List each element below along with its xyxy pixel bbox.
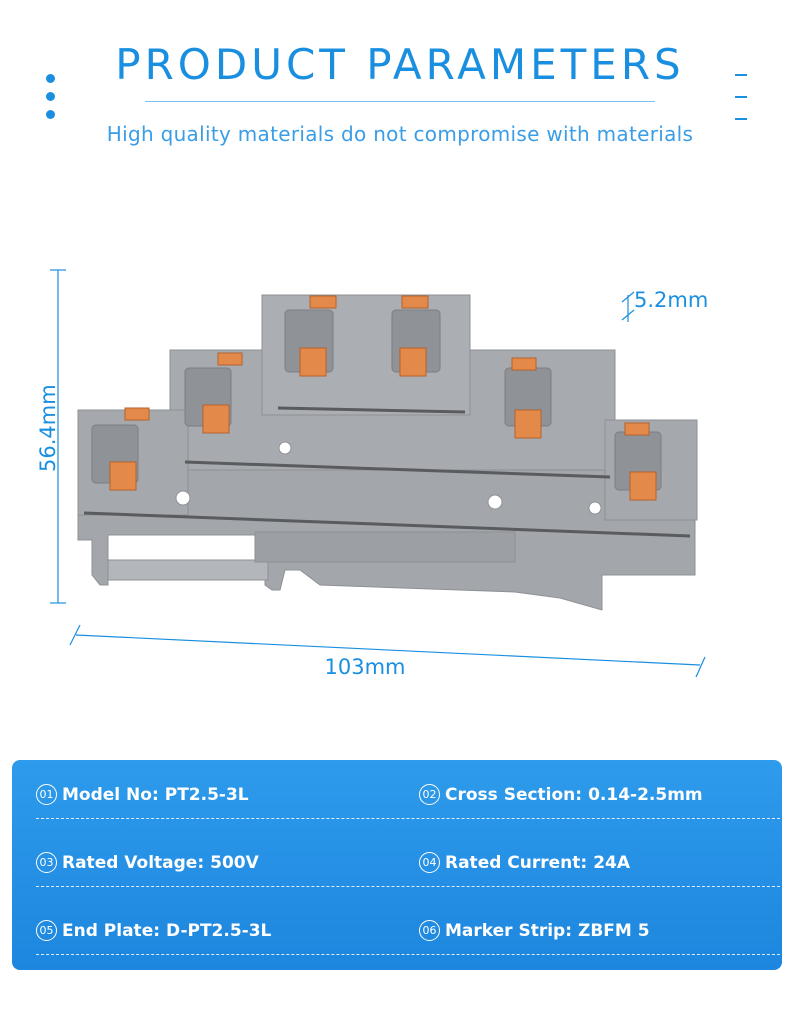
dot-icon	[46, 110, 55, 119]
divider	[36, 818, 780, 819]
dash-icon	[735, 74, 747, 76]
number-badge: 05	[36, 920, 57, 941]
spec-value: ZBFM 5	[578, 920, 650, 941]
spec-label: Model No:	[62, 784, 159, 805]
title-underline	[145, 101, 655, 102]
spec-item: 04 Rated Current: 24A	[419, 852, 630, 873]
dash-icon	[735, 96, 747, 98]
number-badge: 03	[36, 852, 57, 873]
spec-value: 0.14-2.5mm	[588, 784, 703, 805]
terminal-block-image	[50, 269, 706, 678]
spec-label: Cross Section:	[445, 784, 583, 805]
decorative-dashes	[735, 74, 749, 122]
spec-label: Rated Current:	[445, 852, 588, 873]
spec-item: 06 Marker Strip: ZBFM 5	[419, 920, 650, 941]
page-subtitle: High quality materials do not compromise…	[106, 122, 694, 146]
release-tabs	[109, 295, 657, 501]
spec-value: 24A	[593, 852, 631, 873]
number-badge: 06	[419, 920, 440, 941]
number-badge: 04	[419, 852, 440, 873]
spec-value: PT2.5-3L	[164, 784, 249, 805]
spec-label: End Plate:	[62, 920, 161, 941]
page-title: PRODUCT PARAMETERS	[115, 40, 685, 89]
decorative-dots	[46, 74, 56, 120]
spec-item: 01 Model No: PT2.5-3L	[36, 784, 249, 805]
width-dimension-label: 103mm	[324, 655, 406, 679]
spec-label: Rated Voltage:	[62, 852, 205, 873]
housing	[77, 294, 698, 611]
dash-icon	[735, 118, 747, 120]
number-badge: 01	[36, 784, 57, 805]
dot-icon	[46, 74, 55, 83]
dimension-lines	[50, 269, 706, 678]
spec-value: D-PT2.5-3L	[166, 920, 272, 941]
spec-item: 05 End Plate: D-PT2.5-3L	[36, 920, 271, 941]
divider	[36, 886, 780, 887]
spec-item: 03 Rated Voltage: 500V	[36, 852, 259, 873]
spec-value: 500V	[210, 852, 259, 873]
height-dimension-label: 56.4mm	[36, 384, 60, 472]
spec-label: Marker Strip:	[445, 920, 573, 941]
number-badge: 02	[419, 784, 440, 805]
dot-icon	[46, 92, 55, 101]
spec-panel: 01 Model No: PT2.5-3L 02 Cross Section: …	[12, 760, 782, 970]
spec-item: 02 Cross Section: 0.14-2.5mm	[419, 784, 703, 805]
mounting-holes	[175, 441, 602, 515]
pitch-dimension-label: 5.2mm	[634, 288, 709, 312]
divider	[36, 954, 780, 955]
